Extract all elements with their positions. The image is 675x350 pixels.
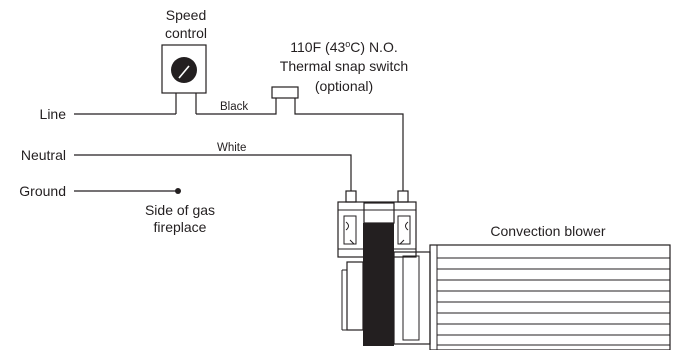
blower-housing: [429, 244, 671, 350]
motor-terminals: [345, 190, 409, 203]
ground-point: [175, 188, 181, 194]
ground-wire: [74, 188, 181, 194]
line-label: Line: [40, 106, 67, 122]
motor-side-plate: [346, 261, 364, 331]
blower-fins: [437, 257, 670, 346]
neutral-wire: [74, 154, 352, 191]
black-wire-label: Black: [220, 101, 248, 113]
thermal-label-line1: 110F (43oC) N.O.: [290, 39, 397, 55]
thermal-label-line3: (optional): [315, 78, 373, 94]
blower-label: Convection blower: [490, 223, 606, 239]
speed-control-knob: [171, 57, 197, 83]
thermal-snap-switch: [271, 86, 299, 106]
side-label-line1: Side of gas: [145, 202, 215, 218]
thermal-switch-body: [271, 86, 299, 99]
black-wire: [196, 106, 277, 115]
motor-black-band: [363, 223, 394, 346]
motor-body: [341, 223, 431, 346]
switch-to-motor-wire: [294, 106, 404, 191]
speed-control-box: [161, 44, 207, 94]
speed-label-line2: control: [165, 25, 207, 41]
ground-label: Ground: [19, 183, 66, 199]
side-label-line2: fireplace: [154, 219, 207, 235]
speed-control: [161, 44, 207, 114]
motor-end-cap: [393, 251, 431, 345]
neutral-label: Neutral: [21, 147, 66, 163]
speed-label-line1: Speed: [166, 7, 206, 23]
speed-control-pointer: [178, 65, 190, 79]
convection-blower: [429, 244, 671, 350]
thermal-label-line2: Thermal snap switch: [280, 58, 408, 74]
white-wire-label: White: [217, 142, 246, 154]
